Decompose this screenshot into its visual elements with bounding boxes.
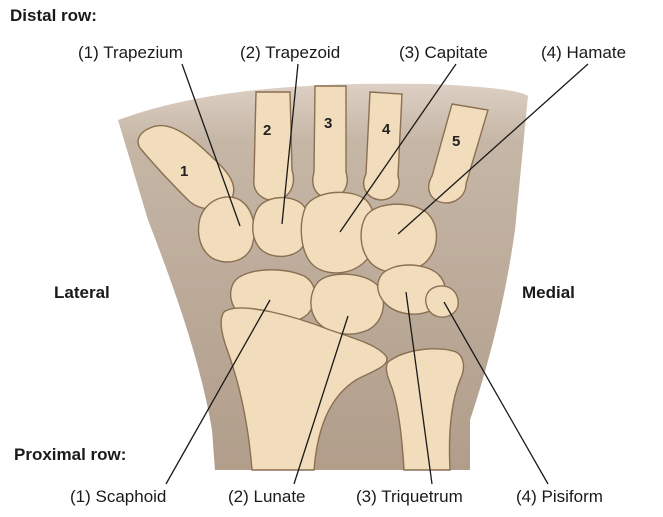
ulna-bone	[385, 348, 465, 471]
metacarpal-number-3: 3	[324, 115, 332, 132]
lateral-label: Lateral	[54, 283, 110, 302]
forearm-bones	[220, 307, 465, 471]
lunate-bone	[310, 273, 385, 335]
metacarpal-number-4: 4	[382, 121, 391, 138]
metacarpal-number-1: 1	[180, 163, 188, 180]
leader-capitate	[339, 63, 457, 233]
label-scaphoid: (1) Scaphoid	[70, 487, 167, 506]
metacarpal-number-2: 2	[263, 122, 271, 139]
medial-label: Medial	[522, 283, 575, 302]
leader-hamate	[397, 63, 589, 235]
label-trapezoid: (2) Trapezoid	[240, 43, 341, 62]
label-pisiform: (4) Pisiform	[516, 487, 603, 506]
distal-row-heading: Distal row:	[10, 6, 97, 25]
proximal-leader-lines	[165, 291, 549, 485]
leader-trapezoid	[281, 63, 299, 225]
label-triquetrum: (3) Triquetrum	[356, 487, 463, 506]
label-lunate: (2) Lunate	[228, 487, 306, 506]
label-hamate: (4) Hamate	[541, 43, 627, 62]
trapezoid-bone	[252, 197, 310, 257]
proximal-row-heading: Proximal row:	[14, 445, 127, 464]
radius-bone	[220, 307, 388, 471]
pisiform-bone	[425, 285, 459, 318]
distal-carpals	[197, 191, 438, 274]
leader-pisiform	[443, 301, 549, 485]
metacarpal-number-5: 5	[452, 133, 460, 150]
label-trapezium: (1) Trapezium	[78, 43, 183, 62]
metacarpal-4	[362, 91, 403, 201]
leader-trapezium	[181, 63, 241, 227]
label-capitate: (3) Capitate	[399, 43, 488, 62]
distal-leader-lines	[181, 63, 589, 235]
trapezium-bone	[197, 196, 256, 263]
hamate-bone	[360, 203, 438, 274]
metacarpal-2	[253, 91, 295, 201]
metacarpal-3	[312, 85, 348, 199]
metacarpals	[137, 85, 489, 210]
leader-scaphoid	[165, 299, 271, 485]
leader-triquetrum	[405, 291, 433, 485]
leader-lunate	[293, 315, 349, 485]
metacarpal-5	[428, 103, 489, 204]
